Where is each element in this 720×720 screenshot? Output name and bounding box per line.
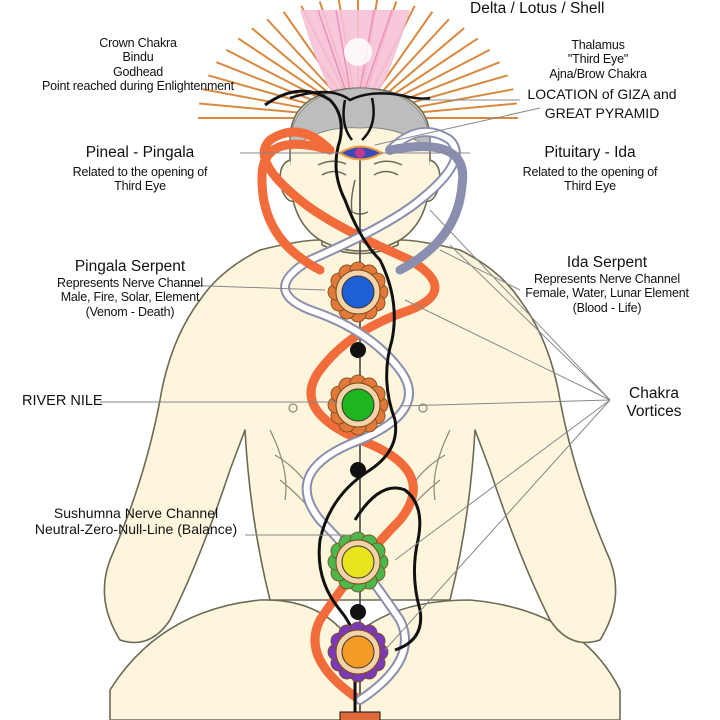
crown-ray (202, 88, 320, 112)
chakra-set (327, 261, 389, 683)
sacral-chakra-core (341, 635, 375, 669)
label-crown-chakra: Crown Chakra Bindu Godhead Point reached… (42, 36, 234, 94)
knot-dots (350, 342, 366, 620)
solar-plexus-chakra-core (341, 545, 375, 579)
sacral-chakra (327, 621, 389, 683)
label-delta-lotus-shell: Delta / Lotus / Shell (470, 0, 605, 17)
solar-plexus-chakra (327, 531, 389, 593)
label-pineal: Pineal - Pingala Related to the opening … (72, 144, 208, 194)
label-ida-serpent: Ida Serpent Represents Nerve Channel Fem… (525, 254, 689, 315)
crown-ray (266, 18, 337, 94)
third-eye-icon (338, 145, 384, 161)
heart-chakra (327, 374, 389, 436)
label-pingala-serpent: Pingala Serpent Represents Nerve Channel… (57, 258, 203, 319)
crown-ray (379, 18, 450, 94)
river-nile-line (264, 89, 398, 720)
crown-ray (237, 37, 329, 99)
label-river-nile: RIVER NILE (22, 393, 103, 409)
label-chakra-vortices: Chakra Vortices (626, 385, 682, 420)
crown-ray (390, 48, 491, 102)
label-pituitary: Pituitary - Ida Related to the opening o… (522, 144, 658, 194)
heart-chakra-core (341, 388, 375, 422)
crown-ray (215, 61, 323, 105)
river-nile-branch (289, 90, 431, 141)
pingala-outer-loop (257, 139, 335, 275)
throat-chakra-core (341, 275, 375, 309)
pointer-lines (100, 99, 611, 651)
label-sushumna: Sushumna Nerve Channel Neutral-Zero-Null… (34, 505, 238, 538)
label-giza: LOCATION of GIZA and GREAT PYRAMID (527, 86, 677, 122)
throat-chakra (327, 261, 389, 323)
crown-ray (251, 27, 333, 97)
crown-ray (383, 27, 465, 97)
ida-outer-loop (385, 142, 468, 275)
root-chakra-marker (339, 711, 381, 720)
crown-ray (375, 11, 434, 93)
crown-ray (208, 74, 321, 109)
crown-ray (387, 37, 479, 99)
label-thalamus: Thalamus "Third Eye" Ajna/Brow Chakra (549, 38, 647, 81)
crown-ray (395, 74, 508, 109)
river-nile-loop (353, 486, 423, 652)
